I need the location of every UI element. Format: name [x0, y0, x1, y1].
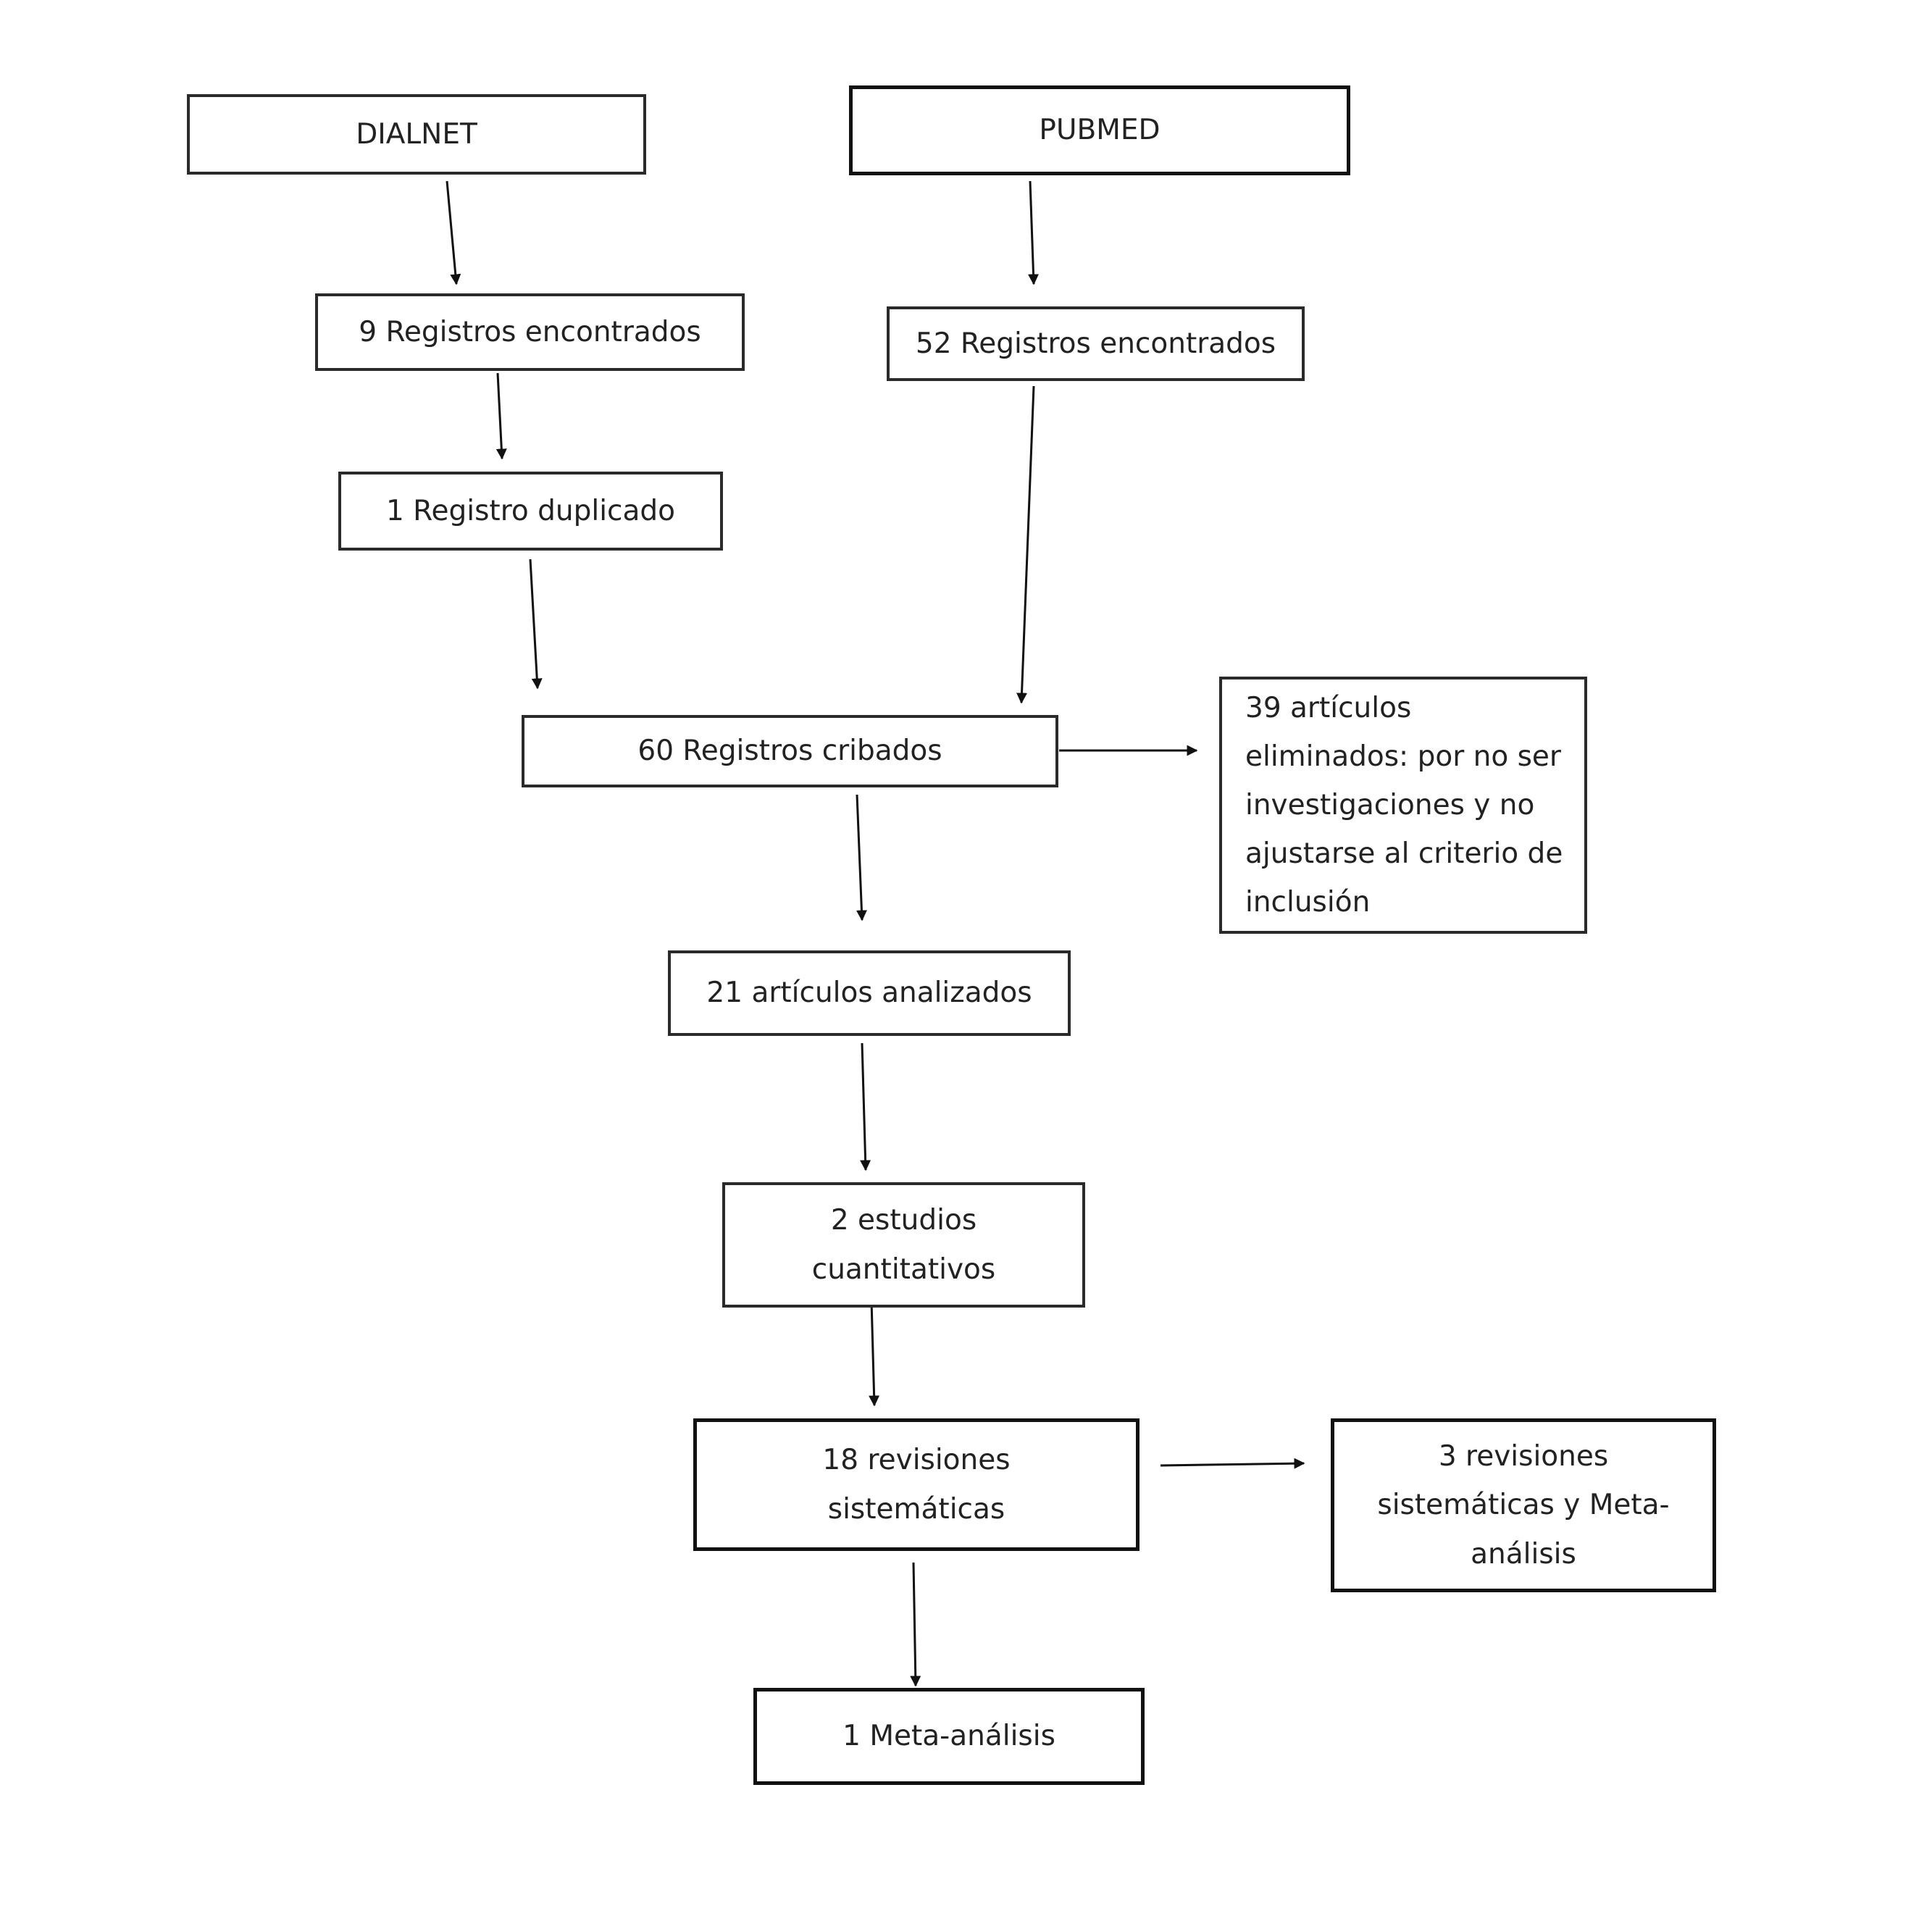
box-label: 1 Meta-análisis	[842, 1720, 1055, 1753]
box-label: 1 Registro duplicado	[385, 494, 676, 527]
arrow-systematic-to-srmeta	[1160, 1458, 1305, 1469]
screened-records-box: 60 Registros cribados	[522, 715, 1058, 787]
source-pubmed-box: PUBMED	[849, 85, 1350, 175]
dialnet-records-found-box: 9 Registros encontrados	[315, 293, 745, 371]
arrow-pubmed-found-to-screened	[1016, 385, 1035, 704]
box-label: 21 artículos analizados	[706, 977, 1032, 1010]
arrow-analyzed-to-quantitative	[860, 1042, 871, 1171]
box-line: análisis	[1471, 1537, 1576, 1571]
box-line: sistemáticas y Meta-	[1377, 1489, 1670, 1522]
box-label: 60 Registros cribados	[637, 735, 942, 768]
systematic-reviews-box: 18 revisiones sistemáticas	[693, 1418, 1139, 1551]
pubmed-records-found-box: 52 Registros encontrados	[887, 306, 1305, 381]
box-label: 52 Registros encontrados	[915, 327, 1276, 360]
box-line: 3 revisiones	[1438, 1440, 1609, 1473]
box-line: ajustarse al criterio de	[1245, 837, 1563, 871]
box-line: sistemáticas	[827, 1492, 1005, 1526]
quantitative-studies-box: 2 estudios cuantitativos	[722, 1182, 1085, 1308]
arrow-screened-to-analyzed	[856, 794, 867, 921]
meta-analysis-box: 1 Meta-análisis	[753, 1688, 1145, 1785]
arrow-dialnet-to-found	[446, 180, 461, 285]
arrow-found-to-duplicate	[495, 372, 507, 460]
box-line: eliminados: por no ser	[1245, 740, 1561, 773]
box-label: DIALNET	[356, 117, 477, 151]
analyzed-articles-box: 21 artículos analizados	[668, 950, 1071, 1036]
systematic-reviews-meta-analysis-box: 3 revisiones sistemáticas y Meta- anális…	[1331, 1418, 1716, 1592]
excluded-articles-box: 39 artículos eliminados: por no ser inve…	[1219, 677, 1587, 934]
arrow-pubmed-to-found	[1028, 180, 1040, 285]
box-line: 39 artículos	[1245, 691, 1412, 724]
arrow-quantitative-to-systematic	[869, 1300, 880, 1407]
source-dialnet-box: DIALNET	[187, 94, 646, 175]
duplicate-record-box: 1 Registro duplicado	[338, 472, 723, 551]
box-line: 18 revisiones	[822, 1444, 1011, 1477]
box-line: inclusión	[1245, 886, 1371, 919]
box-label: 9 Registros encontrados	[359, 315, 701, 348]
box-line: 2 estudios	[830, 1204, 977, 1237]
box-line: cuantitativos	[811, 1253, 996, 1286]
arrow-systematic-to-meta	[910, 1562, 921, 1687]
box-label: PUBMED	[1039, 114, 1161, 147]
arrow-duplicate-to-screened	[529, 559, 543, 690]
box-line: investigaciones y no	[1245, 788, 1535, 821]
